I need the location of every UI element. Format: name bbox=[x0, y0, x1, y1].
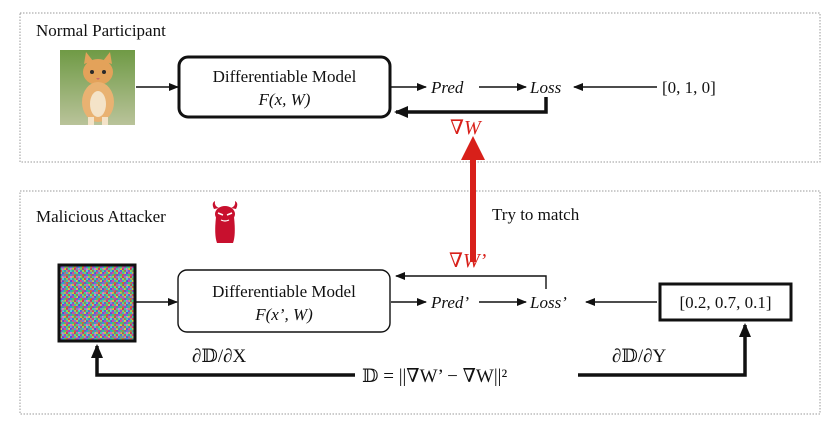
match-arrow-head bbox=[461, 136, 485, 160]
normal-loss-label: Loss bbox=[529, 78, 562, 97]
dummy-label-box bbox=[658, 282, 793, 322]
devil-icon bbox=[212, 201, 238, 243]
normal-model-fn: F(x, W) bbox=[258, 90, 311, 109]
normal-gradient-label: ∇W bbox=[450, 117, 483, 139]
normal-gradient-return bbox=[394, 97, 548, 118]
attacker-pred-label: Pred’ bbox=[430, 293, 469, 312]
try-to-match-label: Try to match bbox=[492, 205, 580, 224]
cat-photo-icon bbox=[60, 50, 135, 125]
normal-participant-panel bbox=[19, 12, 821, 163]
normal-true-label: [0, 1, 0] bbox=[662, 78, 716, 97]
normal-panel-title: Normal Participant bbox=[36, 21, 166, 40]
attacker-model-name: Differentiable Model bbox=[212, 282, 356, 301]
normal-model-box bbox=[177, 55, 392, 119]
grad-x-label: ∂𝔻/∂X bbox=[192, 346, 247, 367]
noise-image-icon bbox=[57, 263, 137, 343]
distance-formula: 𝔻 = ||∇W’ − ∇W||² bbox=[362, 366, 507, 387]
malicious-attacker-panel bbox=[19, 190, 821, 415]
attacker-gradient-return bbox=[395, 272, 547, 289]
normal-pred-label: Pred bbox=[430, 78, 464, 97]
attacker-model-box bbox=[177, 269, 391, 333]
normal-model-name: Differentiable Model bbox=[213, 67, 357, 86]
dummy-label-text: [0.2, 0.7, 0.1] bbox=[679, 293, 771, 312]
update-y-arrow bbox=[578, 323, 751, 377]
attacker-model-fn: F(x’, W) bbox=[254, 305, 313, 324]
attacker-loss-label: Loss’ bbox=[529, 293, 567, 312]
update-x-arrow bbox=[91, 344, 355, 377]
attacker-panel-title: Malicious Attacker bbox=[36, 207, 166, 226]
grad-y-label: ∂𝔻/∂Y bbox=[612, 346, 667, 367]
attacker-gradient-label: ∇W’ bbox=[449, 250, 487, 272]
